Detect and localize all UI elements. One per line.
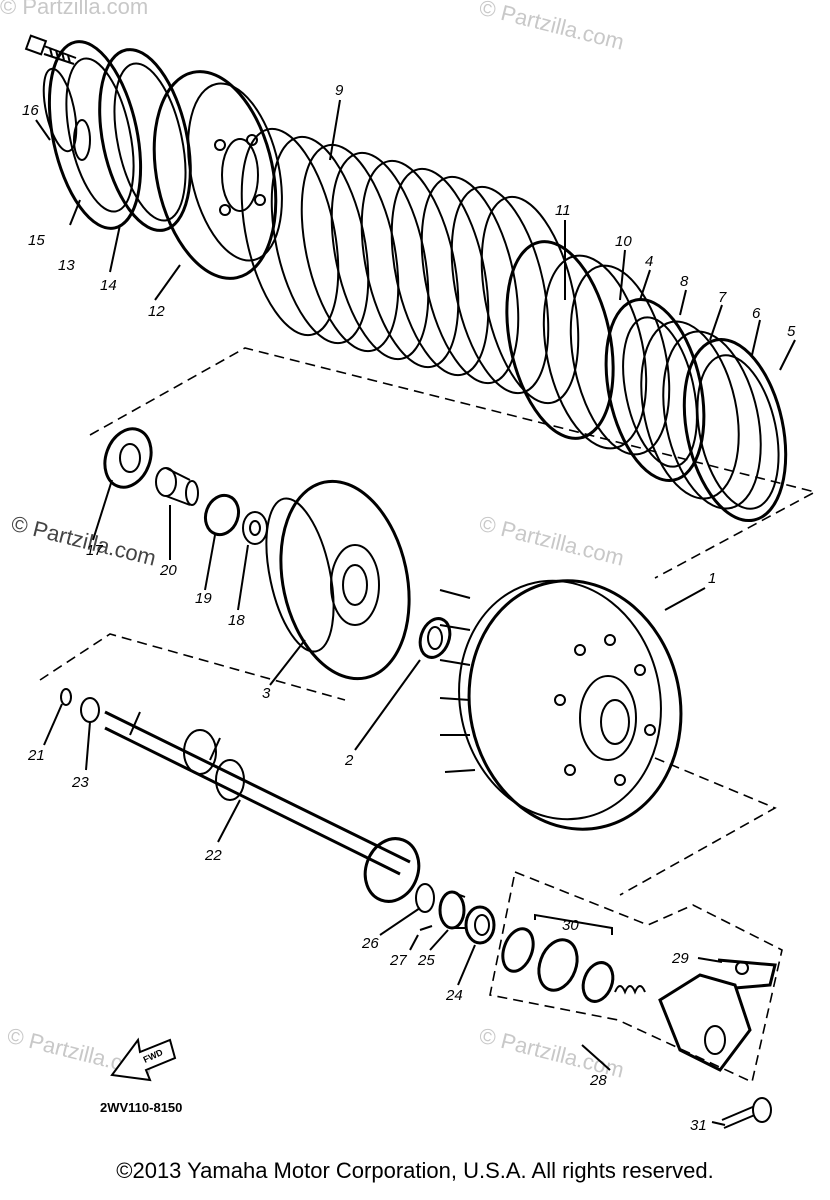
bearing-24 [464,905,496,945]
callout-4: 4 [645,253,653,270]
release-assembly-boundary [489,870,783,1084]
callout-7: 7 [718,289,727,306]
callout-10: 10 [615,233,632,250]
callout-15: 15 [28,232,45,249]
callout-19: 19 [195,590,212,607]
washer-18 [242,511,268,545]
bolt-31 [721,1097,772,1129]
plate-6 [662,330,762,510]
callout-1: 1 [708,570,716,587]
callout-21: 21 [27,747,45,764]
watermark-top-left: © Partzilla.com [0,0,148,19]
callout-29: 29 [671,950,689,967]
plate-11 [505,240,615,440]
part-code: 2WV110-8150 [100,1100,182,1115]
clutch-boss-12 [152,70,283,280]
pin-27 [419,925,433,931]
plate-7 [640,320,740,500]
callout-17: 17 [86,542,103,559]
callout-20: 20 [159,562,177,579]
thrust-washer-2 [418,617,452,659]
bolt-16 [24,34,77,65]
main-axle-22 [104,710,421,903]
spring-seat-8 [604,298,706,482]
spring-retainer-15 [42,67,78,153]
fwd-arrow-icon: FWD [110,1037,177,1082]
callout-22: 22 [204,847,222,864]
leader-lines [35,99,796,1126]
clutch-housing-1 [439,579,683,831]
release-mechanism-30 [501,913,615,1003]
callout-31: 31 [690,1117,707,1134]
push-rod-20 [155,467,199,506]
watermark-left: © Partzilla.com [9,511,159,571]
callout-12: 12 [148,303,165,320]
callout-30: 30 [562,917,579,934]
clutch-plate-stack-9 [240,127,580,405]
callout-18: 18 [228,612,245,629]
friction-ring-14 [98,48,192,232]
callout-11: 11 [555,202,571,219]
push-lever-28 [658,973,752,1072]
plate-5 [682,337,788,523]
wire-ring-10 [542,254,648,450]
bracket-29 [717,958,777,990]
callout-5: 5 [787,323,796,340]
circlip-26 [415,883,435,913]
callout-16: 16 [22,102,39,119]
callout-2: 2 [344,752,354,769]
callout-14: 14 [100,277,117,294]
callout-3: 3 [262,685,271,702]
callout-25: 25 [417,952,435,969]
callout-8: 8 [680,273,689,290]
collar-19 [203,493,241,537]
bearing-25 [438,890,466,930]
watermark-center: © Partzilla.com [477,511,627,571]
spring-30 [614,985,646,995]
callout-28: 28 [589,1072,607,1089]
callout-13: 13 [58,257,75,274]
callout-23: 23 [71,774,89,791]
watermark-top-right: © Partzilla.com [477,0,627,55]
callout-9: 9 [335,82,344,99]
callout-24: 24 [445,987,463,1004]
callout-26: 26 [361,935,379,952]
callout-6: 6 [752,305,761,322]
pressure-plate-13 [47,40,143,230]
bearing-17 [103,427,153,489]
lower-assembly-boundary-right [619,757,777,896]
lower-assembly-boundary [39,633,346,701]
callout-27: 27 [389,952,407,969]
upper-assembly-boundary [89,347,818,579]
spring-plate-4 [569,264,671,456]
primary-driven-gear-3 [265,479,411,681]
washer-23 [80,697,100,723]
copyright-notice: ©2013 Yamaha Motor Corporation, U.S.A. A… [116,1158,714,1183]
circlip-21 [60,688,72,706]
